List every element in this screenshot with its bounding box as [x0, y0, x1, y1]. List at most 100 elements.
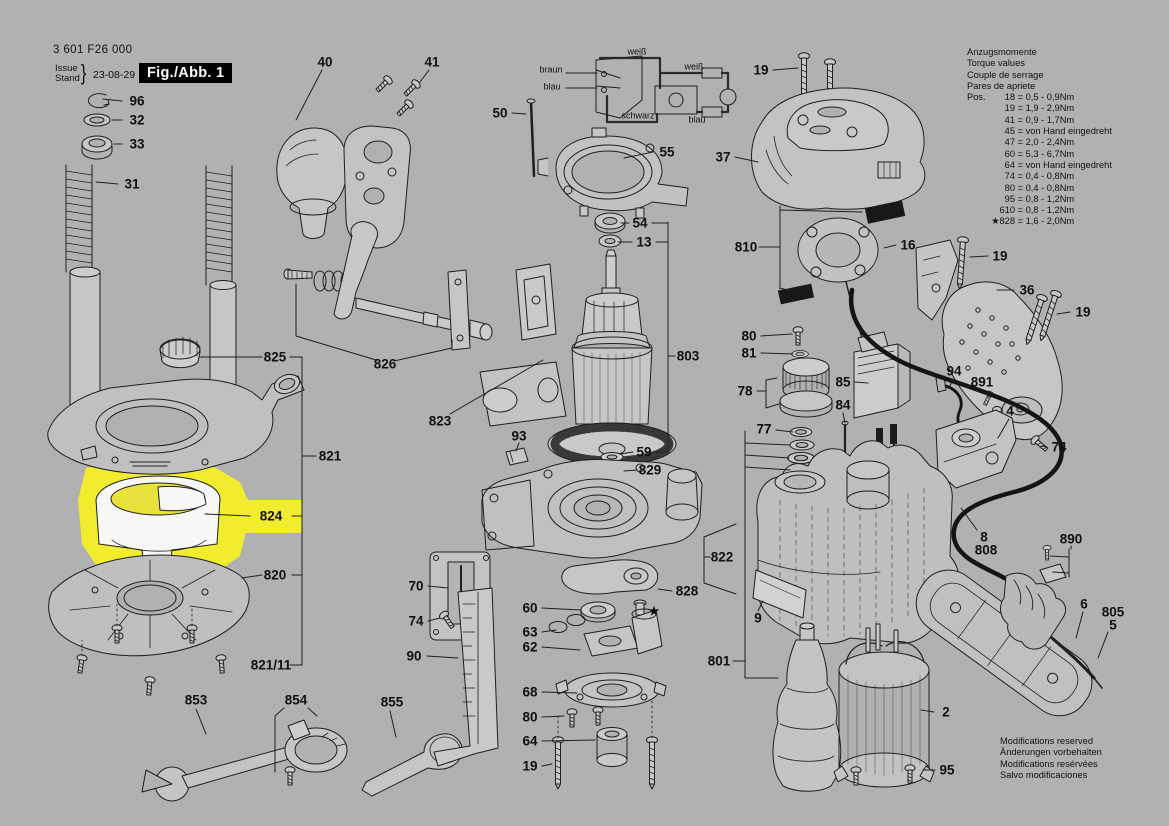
modifications-line: Salvo modificaciones — [1000, 769, 1088, 780]
part-label-68: 68 — [522, 684, 538, 700]
speed-dial-78 — [779, 326, 833, 418]
copy-ring-824 — [95, 475, 221, 565]
torque-value: = 0,4 - 0,8Nm — [1015, 182, 1075, 193]
part-label-schwarz: schwarz — [621, 110, 655, 121]
part-label-853: 853 — [184, 692, 208, 708]
base-screws-821-11 — [74, 603, 228, 696]
torque-pos: 45 — [1004, 126, 1015, 137]
pin-50 — [526, 98, 536, 178]
screws-80-bottom — [566, 706, 604, 728]
inner-handle-piece — [915, 239, 959, 321]
wiring-schematic — [565, 55, 737, 124]
part-label-70: 70 — [408, 578, 424, 594]
part-label-braun: braun — [539, 64, 563, 75]
part-label-19: 19 — [753, 62, 769, 78]
torque-entry: 47 = 2,0 - 2,4Nm — [967, 137, 1112, 148]
torque-pos: 64 — [1004, 159, 1015, 170]
part-label-825: 825 — [263, 349, 287, 365]
part-label-808: 808 — [974, 542, 998, 558]
part-93 — [505, 447, 529, 466]
torque-value: = 5,3 - 6,7Nm — [1015, 148, 1075, 159]
wrench-853 — [141, 741, 311, 802]
part-label-821: 821 — [318, 448, 342, 464]
part-label-8: 8 — [980, 529, 988, 545]
modifications-line: Modifications resérvées — [1000, 758, 1098, 769]
torque-title-line: Couple de serrage — [967, 69, 1044, 80]
part-label-36: 36 — [1019, 282, 1035, 298]
torque-pos: 41 — [1004, 114, 1015, 125]
torque-pos-word: Pos. — [967, 92, 986, 103]
armature-803 — [547, 249, 677, 466]
torque-entry: 19 = 1,9 - 2,9Nm — [967, 103, 1112, 114]
part-label-19: 19 — [522, 758, 538, 774]
part-label-31: 31 — [124, 176, 140, 192]
torque-value: = 0,8 - 1,2Nm — [1015, 193, 1075, 204]
torque-pos-word — [967, 171, 988, 182]
part-label-62: 62 — [522, 639, 538, 655]
part-label-81: 81 — [741, 345, 757, 361]
torque-pos-word — [967, 137, 988, 148]
brush-holder-810-16 — [777, 200, 906, 339]
flange-68 — [555, 672, 667, 708]
modifications-line: Änderungen vorbehalten — [1000, 747, 1102, 758]
torque-value: = 0,9 - 1,7Nm — [1015, 114, 1075, 125]
part-label-40: 40 — [317, 54, 333, 70]
torque-pos-word — [967, 149, 988, 160]
part-label-19: 19 — [1075, 304, 1091, 320]
torque-pos-word — [967, 115, 988, 126]
part-label-810: 810 — [734, 239, 758, 255]
part-label-828: 828 — [675, 583, 699, 599]
housing-cover-40 — [343, 125, 411, 249]
leader-lines — [95, 67, 1109, 773]
torque-title-line: Torque values — [967, 58, 1025, 69]
brace-glyph: } — [80, 60, 87, 85]
guide-ring-854 — [284, 719, 348, 786]
torque-pos-word — [967, 126, 988, 137]
torque-value: = von Hand eingedreht — [1015, 159, 1112, 170]
stand-word: Stand — [55, 72, 80, 84]
part-label-854: 854 — [284, 692, 308, 708]
torque-entry: 95 = 0,8 - 1,2Nm — [967, 194, 1112, 205]
air-baffle-801 — [772, 622, 842, 792]
part-label-890: 890 — [1059, 531, 1083, 547]
power-cable — [848, 287, 1103, 689]
modifications-line: Modifications reserved — [1000, 736, 1094, 746]
part-label-74: 74 — [408, 613, 424, 629]
torque-entry: 64 = von Hand eingedreht — [967, 160, 1112, 171]
torque-pos: ★828 — [991, 216, 1015, 227]
torque-entry: 80 = 0,4 - 0,8Nm — [967, 183, 1112, 194]
torque-title-line: Pares de apriete — [967, 80, 1036, 91]
part-label-80: 80 — [741, 328, 757, 344]
part-label-54: 54 — [632, 215, 648, 231]
part-label-blau: blau — [688, 114, 706, 125]
torque-pos-word — [967, 160, 988, 171]
torque-pos: 18 — [1004, 92, 1015, 103]
part-label-60: 60 — [522, 600, 538, 616]
stator-2 — [833, 623, 935, 788]
scale-ruler-90 — [433, 587, 499, 767]
part-label-55: 55 — [659, 144, 675, 160]
part-label-4: 4 — [1006, 403, 1014, 419]
torque-value: = von Hand eingedreht — [1015, 126, 1112, 137]
type-number: 3 601 F26 000 — [53, 44, 133, 56]
handle-knob-40 — [276, 127, 348, 239]
part-label-32: 32 — [129, 112, 145, 128]
handle-shell-half — [915, 569, 1093, 717]
bearing-flange-55 — [537, 127, 689, 219]
torque-entry: 41 = 0,9 - 1,7Nm — [967, 115, 1112, 126]
torque-value: = 1,9 - 2,9Nm — [1015, 103, 1075, 114]
name-plate-9 — [752, 569, 807, 619]
part-label-95: 95 — [939, 762, 955, 778]
torque-entry: 60 = 5,3 - 6,7Nm — [967, 149, 1112, 160]
part-label-9: 9 — [754, 610, 762, 626]
torque-value: = 0,8 - 1,2Nm — [1015, 205, 1075, 216]
torque-value: = 0,5 - 0,9Nm — [1015, 92, 1075, 103]
torque-pos-word — [967, 183, 988, 194]
switch-4 — [935, 409, 1051, 489]
base-plate-820 — [48, 554, 250, 657]
part-label-803: 803 — [676, 348, 700, 364]
